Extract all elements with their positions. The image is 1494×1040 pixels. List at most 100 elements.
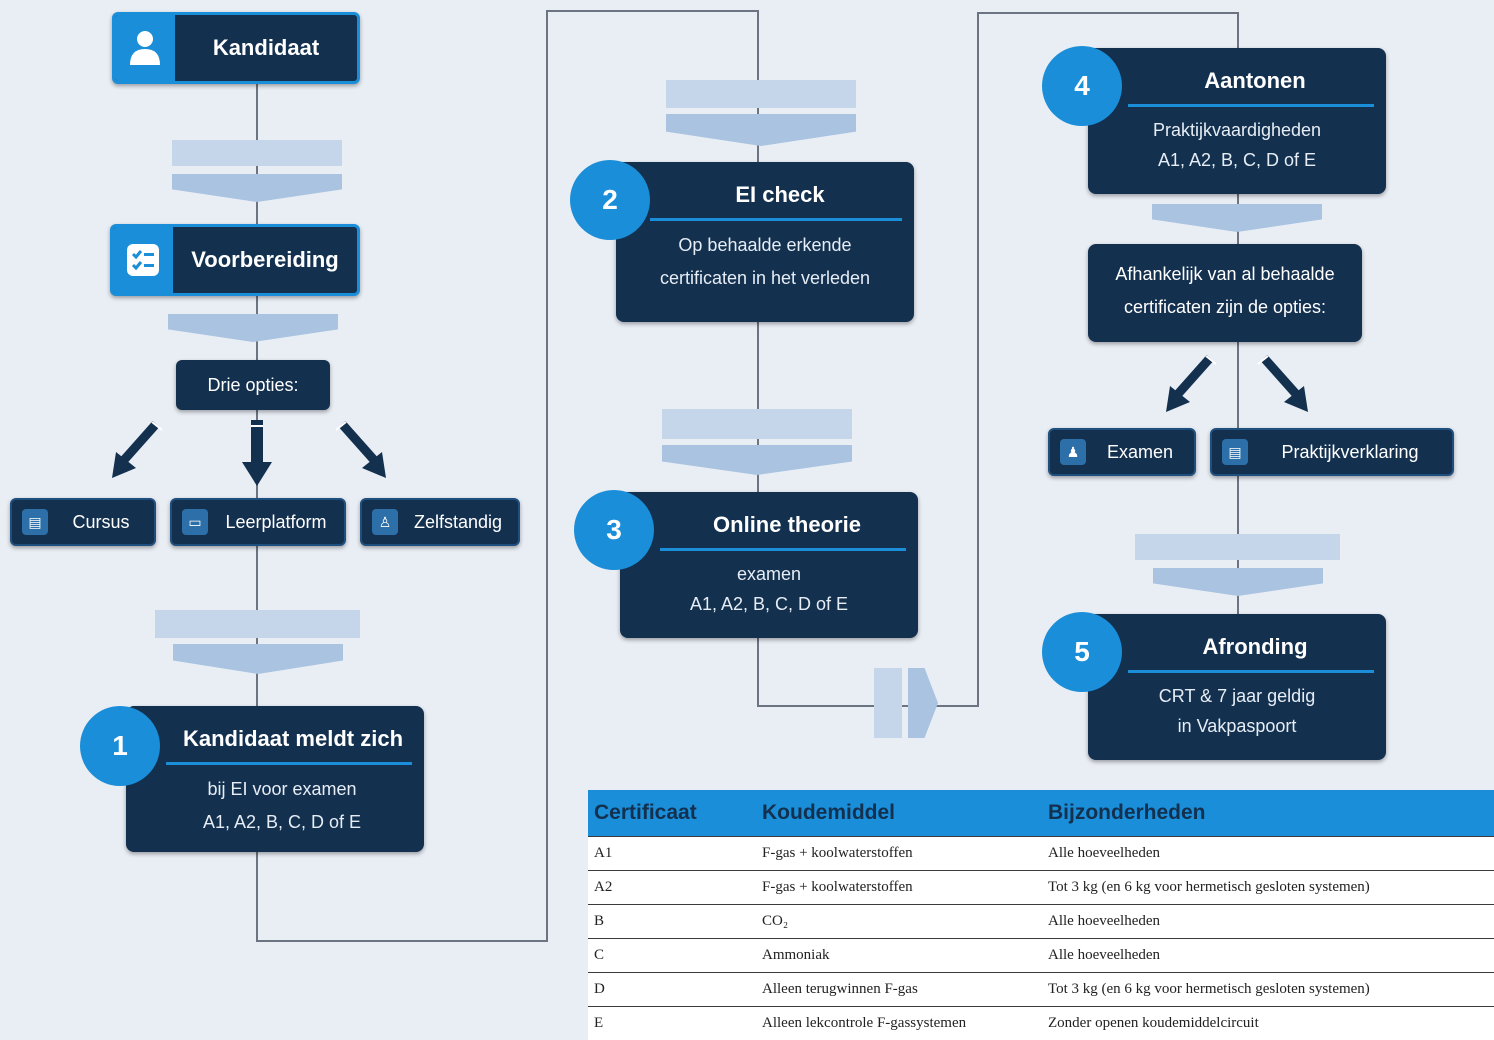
step-line1: Op behaalde erkende xyxy=(616,229,914,262)
options-heading-text: Drie opties: xyxy=(207,375,298,395)
option-cursus[interactable]: ▤ Cursus xyxy=(10,498,156,546)
step-line2: A1, A2, B, C, D of E xyxy=(126,806,424,839)
flow-chevron xyxy=(1152,204,1322,232)
step-3-box: Online theorie examen A1, A2, B, C, D of… xyxy=(620,492,918,638)
step-line2: certificaten in het verleden xyxy=(616,262,914,295)
option-label: Leerplatform xyxy=(218,512,334,533)
start-label: Kandidaat xyxy=(175,35,357,61)
connector-line xyxy=(977,12,979,707)
divider xyxy=(1128,670,1374,673)
option-label: Examen xyxy=(1096,442,1184,463)
option-label: Praktijkverklaring xyxy=(1258,442,1442,463)
checklist-icon xyxy=(113,227,173,293)
arrow-down-left-icon xyxy=(108,420,164,482)
divider xyxy=(166,762,412,765)
step-number-1: 1 xyxy=(80,706,160,786)
table-cell: B xyxy=(588,905,756,939)
arrow-down-icon xyxy=(240,420,274,488)
step-number-4: 4 xyxy=(1042,46,1122,126)
step-line2: A1, A2, B, C, D of E xyxy=(620,589,918,619)
table-row: A1 F-gas + koolwaterstoffen Alle hoeveel… xyxy=(588,837,1494,871)
table-cell: Tot 3 kg (en 6 kg voor hermetisch geslot… xyxy=(1042,871,1494,905)
option-label: Zelfstandig xyxy=(408,512,508,533)
column-header: Certificaat xyxy=(588,790,756,837)
options-heading: Drie opties: xyxy=(176,360,330,410)
option-label: Cursus xyxy=(58,512,144,533)
step-title: Kandidaat meldt zich xyxy=(126,726,424,752)
depends-line2: certificaten zijn de opties: xyxy=(1088,291,1362,324)
prep-label: Voorbereiding xyxy=(173,247,357,273)
step-title: Afronding xyxy=(1088,634,1386,660)
person-icon xyxy=(115,15,175,81)
table-cell: A2 xyxy=(588,871,756,905)
connector-line xyxy=(977,12,1239,14)
step-title: Online theorie xyxy=(620,512,918,538)
step-line2: A1, A2, B, C, D of E xyxy=(1088,145,1386,175)
step-2-box: EI check Op behaalde erkende certificate… xyxy=(616,162,914,322)
step-4-box: Aantonen Praktijkvaardigheden A1, A2, B,… xyxy=(1088,48,1386,194)
step-line2: in Vakpaspoort xyxy=(1088,711,1386,741)
table-cell: Alleen terugwinnen F-gas xyxy=(756,973,1042,1007)
flow-chevron xyxy=(172,110,342,200)
table-cell: Alle hoeveelheden xyxy=(1042,939,1494,973)
step-line1: examen xyxy=(620,559,918,589)
flow-chevron xyxy=(1135,500,1340,600)
table-cell: A1 xyxy=(588,837,756,871)
option-examen[interactable]: ♟ Examen xyxy=(1048,428,1196,476)
step-line1: bij EI voor examen xyxy=(126,773,424,806)
table-cell: D xyxy=(588,973,756,1007)
option-praktijkverklaring[interactable]: ▤ Praktijkverklaring xyxy=(1210,428,1454,476)
table-cell: CO₂ xyxy=(756,905,1042,939)
divider xyxy=(1128,104,1374,107)
step-line1: Praktijkvaardigheden xyxy=(1088,115,1386,145)
option-leerplatform[interactable]: ▭ Leerplatform xyxy=(170,498,346,546)
table-cell: F-gas + koolwaterstoffen xyxy=(756,837,1042,871)
flow-chevron-horizontal xyxy=(874,668,938,738)
depends-box: Afhankelijk van al behaalde certificaten… xyxy=(1088,244,1362,342)
table-cell: Ammoniak xyxy=(756,939,1042,973)
connector-line xyxy=(757,705,979,707)
step-title: EI check xyxy=(616,182,914,208)
step-1-box: Kandidaat meldt zich bij EI voor examen … xyxy=(126,706,424,852)
flow-chevron xyxy=(168,314,338,342)
table-cell: Alle hoeveelheden xyxy=(1042,837,1494,871)
depends-line1: Afhankelijk van al behaalde xyxy=(1088,258,1362,291)
table-header-row: Certificaat Koudemiddel Bijzonderheden xyxy=(588,790,1494,837)
column-header: Koudemiddel xyxy=(756,790,1042,837)
table-cell: Alleen lekcontrole F-gassystemen xyxy=(756,1007,1042,1040)
connector-line xyxy=(546,10,548,942)
flow-chevron xyxy=(662,375,852,475)
step-5-box: Afronding CRT & 7 jaar geldig in Vakpasp… xyxy=(1088,614,1386,760)
table-cell: F-gas + koolwaterstoffen xyxy=(756,871,1042,905)
table-cell: Zonder openen koudemiddelcircuit xyxy=(1042,1007,1494,1040)
table-cell: C xyxy=(588,939,756,973)
flow-chevron xyxy=(666,40,856,145)
step-number-5: 5 xyxy=(1042,612,1122,692)
prep-box: Voorbereiding xyxy=(110,224,360,296)
table-row: A2 F-gas + koolwaterstoffen Tot 3 kg (en… xyxy=(588,871,1494,905)
column-header: Bijzonderheden xyxy=(1042,790,1494,837)
arrow-down-right-icon xyxy=(334,420,390,482)
arrow-down-right-icon xyxy=(1256,354,1312,416)
examiner-icon: ♟ xyxy=(1060,439,1086,465)
step-number-3: 3 xyxy=(574,490,654,570)
step-line1: CRT & 7 jaar geldig xyxy=(1088,681,1386,711)
table-row: B CO₂ Alle hoeveelheden xyxy=(588,905,1494,939)
table-row: D Alleen terugwinnen F-gas Tot 3 kg (en … xyxy=(588,973,1494,1007)
step-number-2: 2 xyxy=(570,160,650,240)
connector-line xyxy=(546,10,758,12)
flow-chevron xyxy=(155,580,360,675)
table-row: E Alleen lekcontrole F-gassystemen Zonde… xyxy=(588,1007,1494,1040)
table-cell: Tot 3 kg (en 6 kg voor hermetisch geslot… xyxy=(1042,973,1494,1007)
divider xyxy=(660,548,906,551)
person-study-icon: ♙ xyxy=(372,509,398,535)
divider xyxy=(650,218,902,221)
table-cell: E xyxy=(588,1007,756,1040)
option-zelfstandig[interactable]: ♙ Zelfstandig xyxy=(360,498,520,546)
table-cell: Alle hoeveelheden xyxy=(1042,905,1494,939)
start-box: Kandidaat xyxy=(112,12,360,84)
document-icon: ▤ xyxy=(1222,439,1248,465)
arrow-down-left-icon xyxy=(1162,354,1218,416)
step-title: Aantonen xyxy=(1088,68,1386,94)
monitor-icon: ▭ xyxy=(182,509,208,535)
